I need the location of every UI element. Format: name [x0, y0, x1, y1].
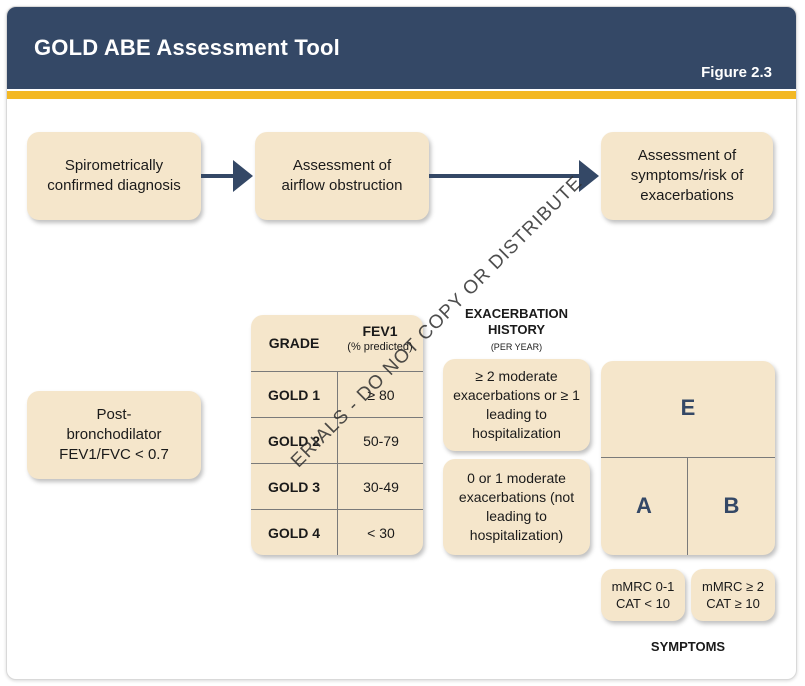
- symptoms-low-mmrc: mMRC 0-1: [611, 579, 675, 594]
- post-bronchodilator-text: Post-bronchodilator FEV1/FVC < 0.7: [59, 406, 169, 463]
- figure-label: Figure 2.3: [701, 64, 772, 81]
- fev-header-sub: (% predicted): [347, 341, 413, 353]
- gold-grade-table: GRADE FEV1 (% predicted) GOLD 1 ≥ 80 GOL…: [251, 315, 423, 555]
- table-row: GOLD 4 < 30: [251, 509, 423, 555]
- grade-cell: GOLD 2: [267, 433, 321, 449]
- arrow-right-icon: [579, 160, 599, 192]
- fev-header-label: FEV1: [362, 323, 398, 339]
- flow-step-diagnosis-text: Spirometrically confirmed diagnosis: [47, 157, 181, 194]
- grade-cell: GOLD 3: [267, 479, 321, 495]
- page-title: GOLD ABE Assessment Tool: [34, 35, 340, 60]
- flow-step-airflow: Assessment of airflow obstruction: [255, 132, 429, 220]
- arrow-right-icon: [233, 160, 253, 192]
- fev-cell: < 30: [337, 510, 423, 555]
- fev-cell: ≥ 80: [337, 372, 423, 418]
- table-row: GOLD 2 50-79: [251, 417, 423, 464]
- arrow-shaft-2: [429, 174, 581, 178]
- group-b-label: B: [723, 493, 740, 518]
- group-a-label: A: [636, 493, 652, 518]
- symptoms-high-text: mMRC ≥ 2 CAT ≥ 10: [702, 578, 764, 612]
- flow-step-airflow-text: Assessment of airflow obstruction: [281, 157, 403, 194]
- flow-step-symptoms-risk-text: Assessment of symptoms/risk of exacerbat…: [630, 147, 744, 204]
- symptoms-axis-label: SYMPTOMS: [650, 639, 726, 654]
- symptoms-high-cat: CAT ≥ 10: [706, 596, 760, 611]
- exacerbation-title-line2: HISTORY: [487, 322, 546, 337]
- exacerbation-title-line1: EXACERBATION: [464, 306, 569, 321]
- flow-step-diagnosis: Spirometrically confirmed diagnosis: [27, 132, 201, 220]
- exacerbation-high-box: ≥ 2 moderate exacerbations or ≥ 1 leadin…: [443, 359, 590, 451]
- symptoms-low-cat: CAT < 10: [615, 596, 671, 611]
- symptoms-high-box: mMRC ≥ 2 CAT ≥ 10: [691, 569, 775, 621]
- exacerbation-low-box: 0 or 1 moderate exacerbations (not leadi…: [443, 459, 590, 555]
- arrow-shaft-1: [201, 174, 235, 178]
- symptoms-high-mmrc: mMRC ≥ 2: [701, 579, 765, 594]
- table-header-grade: GRADE: [268, 335, 320, 351]
- symptoms-low-box: mMRC 0-1 CAT < 10: [601, 569, 685, 621]
- grade-cell: GOLD 1: [267, 387, 321, 403]
- fev-cell: 30-49: [337, 464, 423, 510]
- table-row: GOLD 3 30-49: [251, 463, 423, 510]
- symptoms-low-text: mMRC 0-1 CAT < 10: [612, 578, 675, 612]
- grid-divider-vertical: [687, 457, 688, 555]
- header-banner: GOLD ABE Assessment Tool Figure 2.3: [7, 7, 796, 89]
- table-header-fev: FEV1 (% predicted): [337, 323, 423, 353]
- exacerbation-subtitle: (PER YEAR): [490, 342, 543, 352]
- abe-group-grid: E A B: [601, 361, 775, 555]
- post-bronchodilator-box: Post-bronchodilator FEV1/FVC < 0.7: [27, 391, 201, 479]
- fev-cell: 50-79: [337, 418, 423, 464]
- figure-card: GOLD ABE Assessment Tool Figure 2.3 Spir…: [6, 6, 797, 680]
- exacerbation-high-text: ≥ 2 moderate exacerbations or ≥ 1 leadin…: [453, 368, 580, 441]
- grade-cell: GOLD 4: [267, 525, 321, 541]
- exacerbation-title: EXACERBATION HISTORY: [439, 306, 594, 338]
- flow-step-symptoms-risk: Assessment of symptoms/risk of exacerbat…: [601, 132, 773, 220]
- group-e-label: E: [680, 395, 696, 420]
- exacerbation-low-text: 0 or 1 moderate exacerbations (not leadi…: [458, 470, 575, 543]
- grid-divider-horizontal: [601, 457, 775, 458]
- table-row: GOLD 1 ≥ 80: [251, 371, 423, 418]
- accent-bar: [7, 91, 796, 99]
